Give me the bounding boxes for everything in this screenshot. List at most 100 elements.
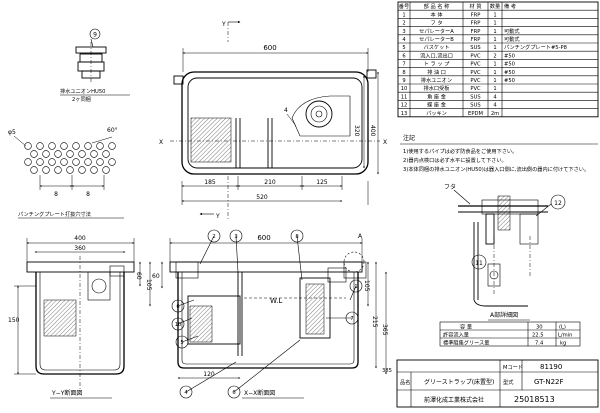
front-balloon <box>179 385 193 399</box>
parts-table-cell: 5 <box>402 45 405 51</box>
parts-table-cell: パンチングプレート#5-P8 <box>504 43 567 51</box>
parts-table-cell: EPDM <box>468 111 483 117</box>
balloon-leader <box>177 299 195 307</box>
drawing-number: 25018513 <box>514 395 555 404</box>
parts-table-cell: #50 <box>504 78 515 84</box>
punch-hole <box>54 150 62 158</box>
capacity-table: 容 量 30 (L) 許容流入量 22.5 L/min 標準阻集グリース量 7.… <box>439 321 581 347</box>
pitch-a-label: 8 <box>54 191 58 198</box>
top-dim-185: 185 <box>204 179 216 186</box>
parts-table-cell: 1 <box>493 62 496 68</box>
parts-table-cell: PVC <box>470 62 481 68</box>
parts-table-cell: SUS <box>470 94 480 100</box>
punch-hole <box>48 142 56 150</box>
punch-hole <box>24 158 32 166</box>
a-balloon-11: 11 <box>475 260 483 267</box>
parts-table-cell: 排水ユニオン <box>421 76 452 84</box>
punch-hole <box>66 150 74 158</box>
parts-table-cell: 2 <box>493 53 496 59</box>
punch-hole <box>78 166 86 174</box>
front-dim-385: 385 <box>382 368 392 374</box>
water-line-label: W.L <box>270 297 282 305</box>
front-balloon-label: 8 <box>295 234 298 240</box>
parts-table-cell: 1 <box>493 86 496 92</box>
cap-row2-value: 7.4 <box>535 341 544 347</box>
front-balloon-label: 2 <box>212 234 215 240</box>
parts-table-cell: PVC <box>470 53 481 59</box>
top-dim-600: 600 <box>263 44 276 52</box>
front-balloon <box>171 317 185 331</box>
parts-table-cell: SUS <box>470 45 480 51</box>
title-block: Mコード 81190 品名 グリーストラップ(床置型) 型式 GT-N22F 前… <box>396 359 599 408</box>
parts-table-cell: セパレーターB <box>419 35 454 43</box>
parts-table-cell: 角 座 金 <box>427 92 447 100</box>
parts-table-cell: 1 <box>493 29 496 35</box>
cap-row1-label: 許容流入量 <box>443 331 469 339</box>
balloon-leader <box>233 339 301 393</box>
side-view: 400 360 150 60 105 Y−Y断面図 <box>8 235 152 399</box>
punch-hole <box>42 166 50 174</box>
parts-table-cell: ト ラ ッ プ <box>424 61 451 68</box>
parts-table-cell: #50 <box>504 62 515 68</box>
parts-table-cell: 排 油 口 <box>427 68 446 76</box>
union-caption-2: 2ヶ同梱 <box>72 95 91 103</box>
parts-table-header: 部 品 名 称 <box>424 2 450 10</box>
front-balloon <box>171 299 185 313</box>
note-line-3: 3)本体同梱の排水ユニオン(HU50)は器入口側に,流出側の器内に付けて下さい。 <box>403 165 589 173</box>
parts-table-cell: 6 <box>402 53 405 59</box>
parts-table-header: 材 質 <box>469 2 481 10</box>
cap-value: 30 <box>536 325 543 331</box>
parts-table-cell: 3 <box>402 29 405 35</box>
pitch-b-label: 8 <box>86 191 90 198</box>
punch-hole <box>84 142 92 150</box>
front-balloon <box>345 311 359 325</box>
parts-table-cell: 2 <box>402 21 405 27</box>
product-name: グリーストラップ(床置型) <box>424 378 494 386</box>
front-dim-365: 365 <box>381 324 388 336</box>
note-line-2: 2)器内点検口は必ず水平に設置して下さい。 <box>403 156 507 164</box>
balloon-leader <box>349 285 357 301</box>
front-balloon-label: 10 <box>175 322 182 328</box>
y-axis-label-top: Y <box>221 21 226 28</box>
punching-plate-detail: φ5 60° 8 8 パンチングプレート打抜穴寸法 <box>8 127 124 219</box>
parts-table-cell: パッキン <box>426 110 447 117</box>
parts-table-cell: セパレーターA <box>419 27 454 35</box>
lid-label: フタ <box>444 183 456 191</box>
front-dim-105: 105 <box>363 280 370 292</box>
parts-table-cell: FRP <box>471 29 481 35</box>
front-balloon-label: 6 <box>232 390 235 396</box>
front-balloon <box>175 335 189 349</box>
side-dim-60: 60 <box>135 272 142 280</box>
side-caption: Y−Y断面図 <box>51 389 82 397</box>
front-balloon-label: 7 <box>350 316 353 322</box>
parts-table-cell: 1 <box>493 21 496 27</box>
model-label: 型式 <box>503 378 514 386</box>
parts-table-cell: FRP <box>471 12 481 18</box>
y-axis-label-bottom: Y <box>215 213 220 220</box>
front-balloon-label: 1 <box>354 284 357 290</box>
parts-table-cell: バスケット <box>424 44 450 51</box>
parts-table-cell: PVC <box>470 70 481 76</box>
parts-table-header: 備 考 <box>504 2 516 10</box>
parts-table-cell: 13 <box>401 111 408 117</box>
parts-table-cell: 1 <box>493 45 496 51</box>
punch-hole <box>54 166 62 174</box>
punch-hole <box>30 150 38 158</box>
parts-table-cell: 本 体 <box>430 10 443 18</box>
hole-diameter-label: φ5 <box>8 129 16 136</box>
top-dim-125: 125 <box>316 179 328 186</box>
parts-table-cell: 12 <box>401 103 408 109</box>
parts-table-cell: 1 <box>493 70 496 76</box>
front-balloon-label: 6 <box>176 304 179 310</box>
parts-table-cell: 流入口,流出口 <box>420 51 453 59</box>
punch-hole <box>90 150 98 158</box>
punch-hole <box>72 158 80 166</box>
punch-hole <box>90 166 98 174</box>
top-label-4: 4 <box>284 107 288 114</box>
side-dim-400: 400 <box>74 235 86 242</box>
parts-table-cell: 7 <box>402 62 405 68</box>
mcode-value: 81190 <box>540 363 562 371</box>
punch-hole <box>60 158 68 166</box>
front-dim-215: 215 <box>371 316 378 328</box>
